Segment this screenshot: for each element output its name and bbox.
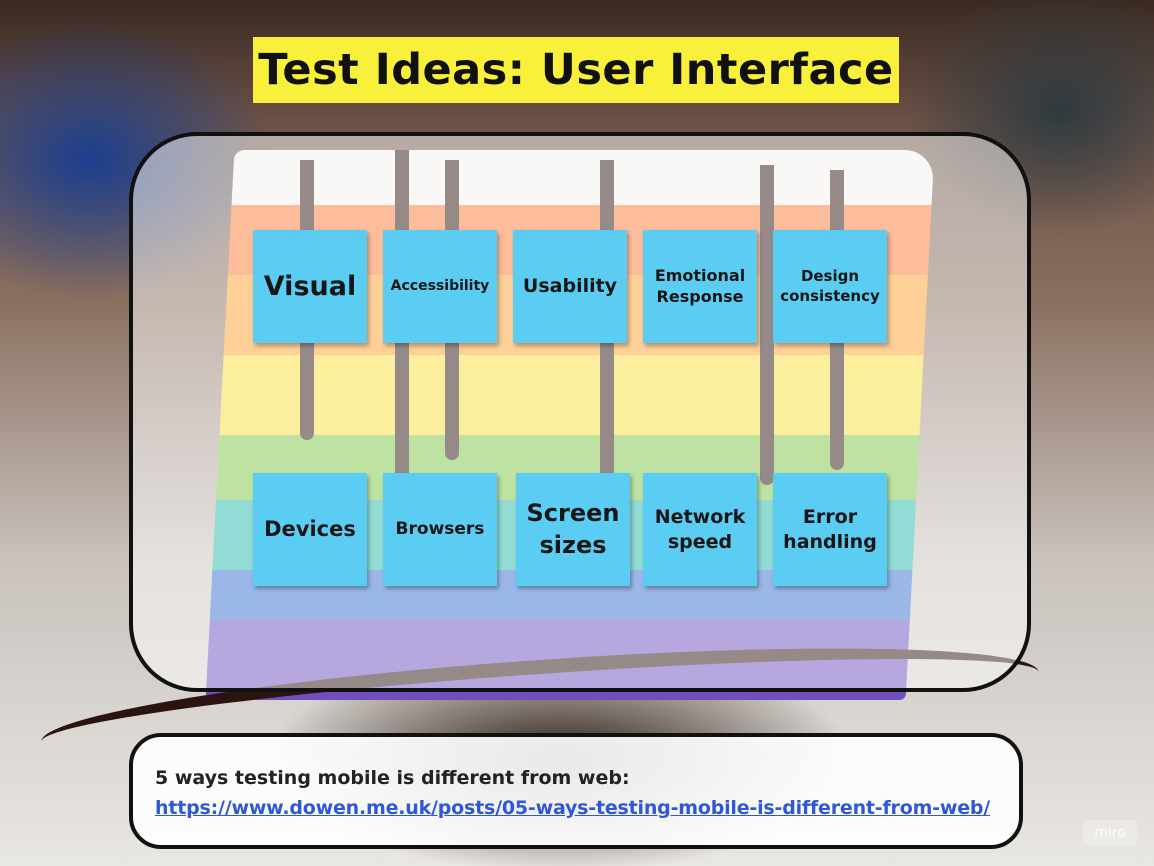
reference-label: 5 ways testing mobile is different from …: [155, 767, 630, 789]
sticky-note-usability[interactable]: Usability: [513, 230, 627, 343]
page-title: Test Ideas: User Interface: [258, 45, 894, 95]
sticky-note-devices[interactable]: Devices: [253, 473, 367, 586]
sticky-note-browsers[interactable]: Browsers: [383, 473, 497, 586]
sticky-note-label: Emotional Response: [654, 265, 746, 306]
sticky-note-label: Screen sizes: [526, 499, 620, 559]
sticky-note-error-handling[interactable]: Error handling: [773, 473, 887, 586]
sticky-note-label: Network speed: [654, 505, 746, 553]
reference-link[interactable]: https://www.dowen.me.uk/posts/05-ways-te…: [155, 797, 991, 819]
sticky-note-label: Accessibility: [390, 278, 490, 295]
reference-link-box[interactable]: 5 ways testing mobile is different from …: [129, 733, 1023, 849]
sticky-note-label: Design consistency: [780, 267, 880, 305]
sticky-note-screen-sizes[interactable]: Screen sizes: [516, 473, 630, 586]
miro-watermark: miro: [1083, 820, 1137, 846]
sticky-note-network-speed[interactable]: Network speed: [643, 473, 757, 586]
sticky-note-accessibility[interactable]: Accessibility: [383, 230, 497, 343]
title-banner[interactable]: Test Ideas: User Interface: [253, 37, 899, 103]
sticky-note-design-consistency[interactable]: Design consistency: [773, 230, 887, 343]
sticky-note-label: Usability: [522, 275, 618, 298]
ideas-frame[interactable]: [129, 132, 1031, 692]
sticky-note-label: Browsers: [395, 519, 485, 540]
sticky-note-visual[interactable]: Visual: [253, 230, 367, 343]
sticky-note-emotional-response[interactable]: Emotional Response: [643, 230, 757, 343]
sticky-note-label: Error handling: [783, 505, 877, 553]
sticky-note-label: Devices: [264, 516, 356, 541]
sticky-note-label: Visual: [263, 270, 357, 302]
